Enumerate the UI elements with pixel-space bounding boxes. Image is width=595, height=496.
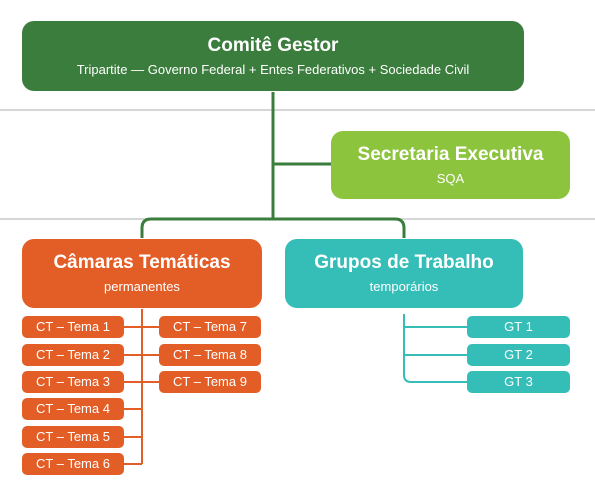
gt-item: GT 3 xyxy=(467,371,570,393)
gt-item: GT 2 xyxy=(467,344,570,366)
connector-branches xyxy=(140,217,406,238)
secretaria-executiva-box: Secretaria Executiva SQA xyxy=(331,131,570,199)
grupos-trabalho-box: Grupos de Trabalho temporários xyxy=(285,239,523,308)
ct-item: CT – Tema 9 xyxy=(159,371,261,393)
comite-gestor-title: Comitê Gestor xyxy=(207,34,339,56)
camaras-tematicas-subtitle: permanentes xyxy=(104,279,180,294)
ct-item: CT – Tema 3 xyxy=(22,371,124,393)
ct-item: CT – Tema 1 xyxy=(22,316,124,338)
grupos-trabalho-title: Grupos de Trabalho xyxy=(314,252,494,273)
gt-item: GT 1 xyxy=(467,316,570,338)
ct-item: CT – Tema 6 xyxy=(22,453,124,475)
secretaria-executiva-title: Secretaria Executiva xyxy=(357,143,544,165)
grupos-trabalho-subtitle: temporários xyxy=(369,279,439,294)
ct-item: CT – Tema 5 xyxy=(22,426,124,448)
comite-gestor-box: Comitê Gestor Tripartite — Governo Feder… xyxy=(22,21,524,91)
ct-item: CT – Tema 8 xyxy=(159,344,261,366)
comite-gestor-subtitle: Tripartite — Governo Federal + Entes Fed… xyxy=(76,61,470,77)
camaras-tematicas-box: Câmaras Temáticas permanentes xyxy=(22,239,262,308)
secretaria-executiva-subtitle: SQA xyxy=(436,170,465,186)
camaras-tematicas-title: Câmaras Temáticas xyxy=(53,252,231,273)
separator-line-top xyxy=(0,109,595,111)
ct-item: CT – Tema 7 xyxy=(159,316,261,338)
ct-item: CT – Tema 4 xyxy=(22,398,124,420)
connector-gt-trunk xyxy=(403,314,467,383)
ct-item: CT – Tema 2 xyxy=(22,344,124,366)
